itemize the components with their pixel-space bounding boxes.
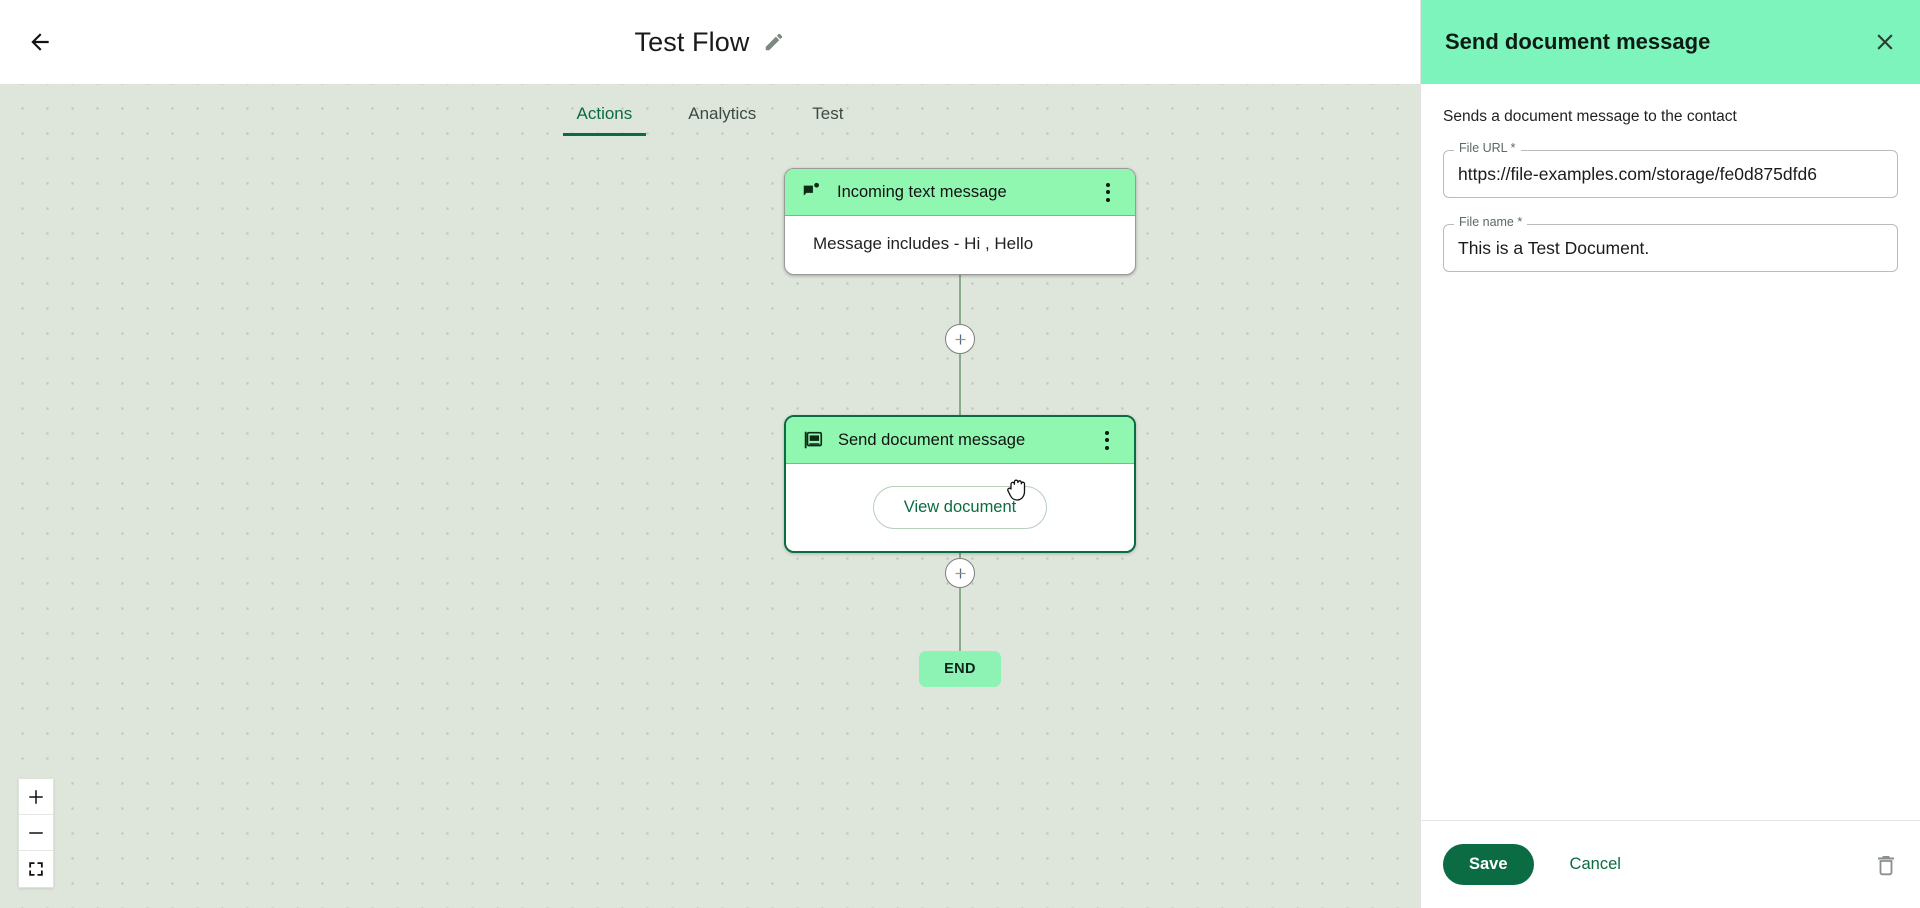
zoom-out-button[interactable]: [19, 815, 53, 851]
add-step-button-2[interactable]: [945, 558, 975, 588]
fit-to-screen-button[interactable]: [19, 851, 53, 887]
file-name-label: File name *: [1454, 216, 1528, 229]
minus-icon: [29, 831, 43, 834]
node-settings-panel: Send document message Sends a document m…: [1420, 0, 1920, 908]
flow-graph: Incoming text message Message includes -…: [0, 136, 1420, 908]
flow-editor: Test Flow Actions Analytics Test: [0, 0, 1420, 908]
message-flag-icon: [803, 182, 819, 196]
top-bar: Test Flow: [0, 0, 1420, 84]
panel-footer: Save Cancel: [1421, 820, 1920, 908]
node-title: Send document message: [838, 430, 1026, 449]
panel-description: Sends a document message to the contact: [1443, 108, 1737, 125]
kebab-dot: [1105, 438, 1109, 442]
plus-icon: [29, 789, 43, 804]
page-title: Test Flow: [634, 26, 750, 57]
zoom-in-button[interactable]: [19, 779, 53, 815]
file-name-input-box[interactable]: [1443, 224, 1898, 272]
tab-test[interactable]: Test: [812, 104, 844, 123]
add-step-button-1[interactable]: [945, 324, 975, 354]
plus-icon: [955, 334, 965, 344]
kebab-dot: [1105, 430, 1109, 435]
connector-line-2: [959, 354, 961, 415]
node-condition-text: Message includes - Hi , Hello: [813, 234, 1034, 253]
panel-header: Send document message: [1421, 0, 1920, 84]
node-incoming-text-message[interactable]: Incoming text message Message includes -…: [784, 168, 1136, 275]
node-header: Send document message: [786, 417, 1134, 464]
pencil-icon[interactable]: [763, 31, 785, 53]
node-body: View document: [786, 464, 1134, 551]
cancel-button[interactable]: Cancel: [1556, 845, 1635, 884]
kebab-dot: [1106, 182, 1110, 187]
panel-body: Sends a document message to the contact …: [1421, 84, 1920, 820]
file-url-input[interactable]: [1458, 163, 1883, 185]
title-group: Test Flow: [0, 0, 1420, 84]
back-button[interactable]: [20, 22, 60, 62]
node-header: Incoming text message: [785, 169, 1135, 216]
fullscreen-icon: [29, 862, 43, 876]
kebab-dot: [1106, 197, 1110, 202]
kebab-dot: [1106, 190, 1110, 194]
node-title: Incoming text message: [837, 182, 1007, 201]
file-url-field: File URL *: [1443, 142, 1898, 198]
node-menu-button[interactable]: [1096, 429, 1118, 451]
file-url-input-box[interactable]: [1443, 150, 1898, 198]
panel-title: Send document message: [1445, 29, 1711, 54]
connector-line-1: [959, 263, 961, 324]
pdf-document-icon: [804, 431, 823, 449]
tab-bar: Actions Analytics Test: [0, 84, 1420, 136]
connector-line-4: [959, 588, 961, 651]
grab-hand-cursor: [1007, 479, 1026, 501]
tab-analytics[interactable]: Analytics: [688, 104, 757, 123]
close-icon[interactable]: [1872, 29, 1898, 55]
zoom-controls: [18, 778, 54, 888]
save-button[interactable]: Save: [1443, 844, 1534, 885]
kebab-dot: [1105, 445, 1109, 450]
arrow-left-icon: [31, 33, 49, 51]
file-url-label: File URL *: [1454, 142, 1521, 155]
file-name-input[interactable]: [1458, 237, 1883, 259]
end-node[interactable]: END: [919, 651, 1001, 687]
tab-actions[interactable]: Actions: [549, 105, 661, 136]
node-menu-button[interactable]: [1097, 181, 1119, 203]
plus-icon: [955, 568, 965, 578]
node-send-document-message[interactable]: Send document message View document: [784, 415, 1136, 553]
node-body: Message includes - Hi , Hello: [785, 216, 1135, 274]
flow-canvas[interactable]: Actions Analytics Test: [0, 84, 1420, 908]
file-name-field: File name *: [1443, 216, 1898, 272]
trash-icon[interactable]: [1874, 852, 1898, 878]
